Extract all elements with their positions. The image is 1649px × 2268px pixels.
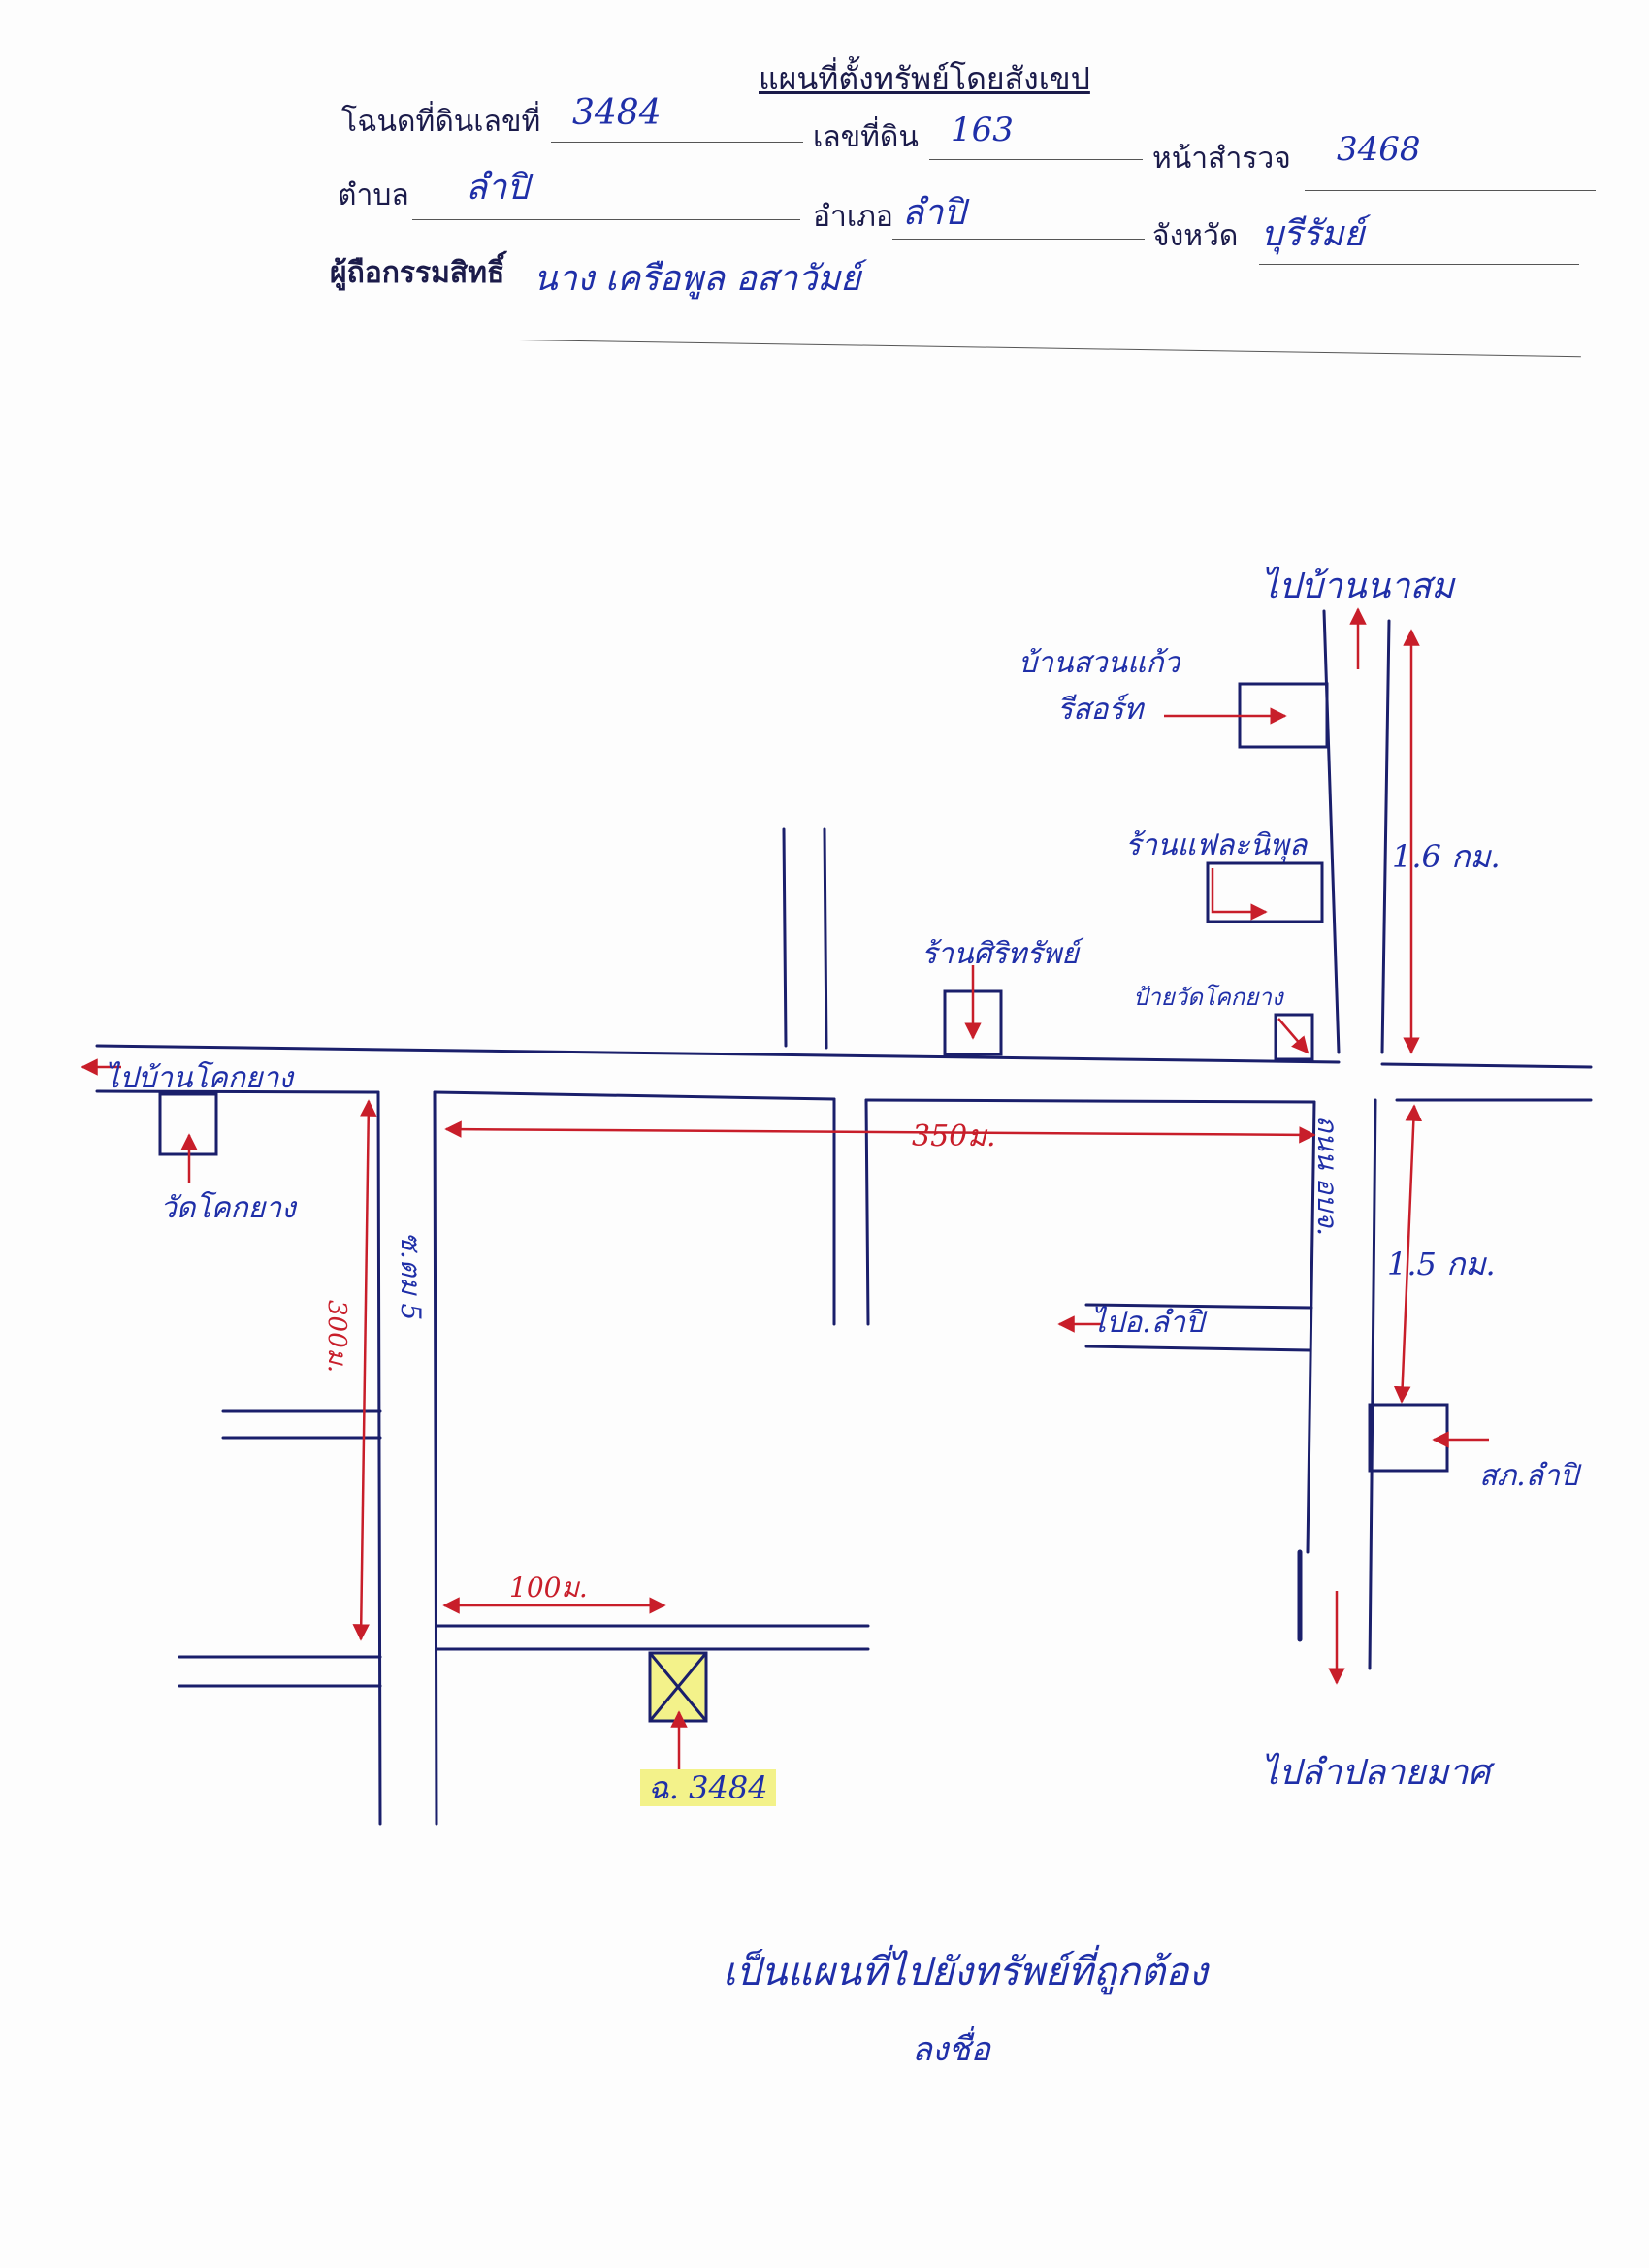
province-label: จังหวัด [1152, 219, 1239, 253]
parcel-marker [648, 1651, 708, 1723]
arrow-wat-sign [1277, 1018, 1310, 1054]
subdistrict-value: ลำปิ [466, 168, 530, 208]
province-underline [1259, 264, 1579, 265]
label-to-lampi: ไปอ.ลำปิ [1091, 1306, 1204, 1340]
page-title: แผนที่ตั้งทรัพย์โดยสังเขป [759, 60, 1090, 97]
footer-note: เป็นแผนที่ไปยังทรัพย์ที่ถูกต้อง [723, 1950, 1208, 1994]
district-underline [892, 239, 1145, 240]
label-shop-fah: ร้านแฟละนิพุล [1125, 828, 1308, 862]
road-soi5-west-edge [376, 1090, 382, 1826]
land-no-underline [929, 159, 1143, 160]
signature: ลงชื่อ [912, 2030, 990, 2069]
owner-label: ผู้ถือกรรมสิทธิ์ [330, 256, 505, 290]
road-ns-east-edge-south [1368, 1098, 1377, 1670]
road-stub-north-east [823, 827, 828, 1050]
district-label: อำเภอ [813, 200, 893, 234]
road-lampi-branch-south [1084, 1345, 1311, 1352]
label-to-west: ไปบ้านโคกยาง [105, 1061, 293, 1095]
arrow-shop-fah [1211, 868, 1268, 921]
deed-label: โฉนดที่ดินเลขที่ [341, 105, 541, 139]
subdistrict-underline [412, 219, 800, 220]
road-soi5-east-edge [433, 1090, 438, 1826]
dim-left [352, 1099, 377, 1641]
dim-south [1393, 1104, 1423, 1404]
deed-number: 3484 [572, 93, 662, 133]
district-value: ลำปิ [902, 193, 966, 233]
label-soi-5: ซ.ตม 5 [395, 1232, 427, 1321]
label-police: สภ.ลำปิ [1479, 1459, 1578, 1493]
road-main-south-edge-west [95, 1089, 380, 1094]
road-ns-east-edge-north [1380, 619, 1391, 1054]
road-east-north-edge [1380, 1062, 1593, 1069]
road-ns-west-edge-south [1306, 1100, 1316, 1554]
dim-top [444, 1120, 1316, 1144]
deed-underline [551, 142, 803, 143]
land-number: 163 [951, 111, 1014, 149]
label-wat-khok-yang: วัดโคกยาง [160, 1191, 296, 1225]
label-parcel: ฉ. 3484 [640, 1764, 776, 1813]
label-ban-suan-kaew: บ้านสวนแก้ว [1018, 646, 1180, 680]
survey-page-underline [1305, 190, 1596, 191]
subdistrict-label: ตำบล [338, 178, 409, 212]
label-distance-top: 350ม. [912, 1119, 996, 1153]
survey-page-label: หน้าสำรวจ [1152, 142, 1291, 176]
label-distance-south: 1.5 กม. [1387, 1246, 1496, 1282]
road-network [95, 609, 1593, 1826]
label-main-road: ถนน อบจ. [1311, 1116, 1343, 1237]
province-value: บุรีรัมย์ [1261, 214, 1365, 254]
road-main-south-edge-mid [433, 1090, 836, 1101]
label-resort: รีสอร์ท [1057, 693, 1144, 727]
road-stub-north-west [782, 827, 788, 1048]
label-distance-north: 1.6 กม. [1392, 838, 1501, 875]
label-wat-sign: ป้ายวัดโคกยาง [1133, 984, 1283, 1011]
label-distance-bottom: 100ม. [509, 1571, 588, 1604]
road-center-east-edge [864, 1098, 870, 1326]
red-arrows [81, 607, 1489, 1775]
label-to-north: ไปบ้านนาสม [1261, 567, 1455, 606]
label-to-east-south: ไปลำปลายมาศ [1261, 1753, 1491, 1793]
survey-page-number: 3468 [1337, 130, 1421, 169]
road-main-north-edge [95, 1044, 1341, 1064]
parcel-highlight: ฉ. 3484 [640, 1769, 776, 1806]
building-shop-fah [1206, 861, 1324, 923]
label-shop-siri: ร้านศิริทรัพย์ [922, 937, 1079, 971]
road-lampi-branch-north [1084, 1303, 1313, 1310]
road-main-south-edge-east [864, 1098, 1316, 1104]
road-ns-west-edge-north [1322, 609, 1341, 1054]
label-distance-left: 300ม. [322, 1300, 351, 1374]
building-wat-sign [1274, 1013, 1314, 1061]
building-police [1368, 1403, 1449, 1473]
land-no-label: เลขที่ดิน [813, 120, 919, 154]
owner-name: นาง เครือพูล อสาวัมย์ [534, 259, 861, 299]
